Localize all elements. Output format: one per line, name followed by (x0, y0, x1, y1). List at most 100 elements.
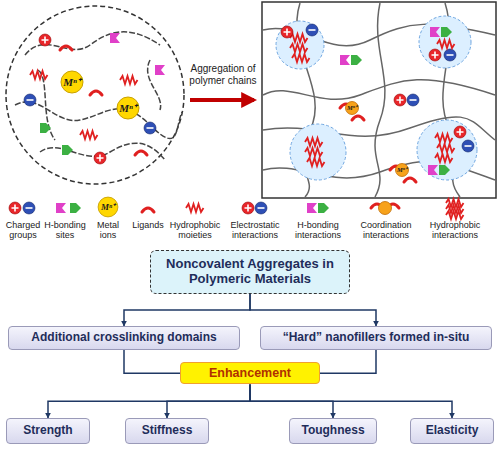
node-text: Stiffness (142, 424, 193, 438)
aggregated-network-part (262, 2, 496, 198)
aggregated-network-part (407, 94, 419, 106)
legend-icons-part (186, 204, 204, 212)
legend-text: Metal ions (88, 220, 128, 240)
legend-text: Electrostatic interactions (224, 220, 286, 240)
aggregated-network-part-part (263, 80, 495, 100)
aggregated-network-part (454, 126, 466, 138)
legend-item: Hydrophobic moieties (167, 220, 223, 240)
aggregated-network-part (430, 27, 440, 37)
chain-solution-part (155, 65, 165, 75)
legend-text: Hydrophobic interactions (423, 220, 487, 240)
chain-solution-part (135, 151, 147, 155)
aggregated-network-part (435, 154, 453, 162)
aggregated-network-part (306, 24, 318, 36)
property-box: Elasticity (410, 418, 494, 444)
aggregated-network-part-part (417, 120, 477, 180)
metal-ion-label: Mⁿ⁺ (101, 202, 115, 212)
node-text: Additional crosslinking domains (31, 331, 216, 345)
aggregated-network-part-part (419, 16, 471, 68)
aggregated-network-part (428, 165, 438, 175)
chain-solution-part (94, 152, 106, 164)
legend-icons-part (255, 202, 267, 214)
legend-item: Metal ions (88, 220, 128, 240)
chain-solution-part (144, 122, 156, 134)
connector (250, 384, 452, 418)
chain-solution-part (6, 6, 184, 184)
legend-icons-part (307, 203, 317, 213)
metal-ion-label: Mⁿ⁺ (397, 166, 407, 173)
chain-solution-part-part (15, 102, 182, 139)
aggregated-network-part (290, 34, 308, 42)
connector (250, 294, 376, 326)
chain-solution (6, 6, 184, 184)
chain-solution-part (80, 131, 98, 139)
legend-item: Hydrophobic interactions (423, 220, 487, 240)
legend-item: H-bonding sites (43, 220, 87, 240)
node-text: Enhancement (209, 366, 291, 380)
legend-text: Charged groups (2, 220, 44, 240)
aggregation-arrow-part (190, 98, 254, 102)
aggregated-network-part (263, 3, 495, 197)
legend-item: Ligands (128, 220, 168, 230)
chain-solution-part (60, 46, 72, 50)
heading-box: Noncovalent Aggregates in Polymeric Mate… (150, 250, 350, 294)
aggregated-network-part (444, 49, 456, 61)
legend-text: Coordination interactions (352, 220, 420, 240)
chain-solution-part (15, 32, 182, 160)
legend-text: Hydrophobic moieties (167, 220, 223, 240)
legend-icons-part (23, 202, 35, 214)
property-box: Strength (6, 418, 90, 444)
legend-icons (9, 197, 464, 219)
aggregated-network-part-part (290, 124, 346, 180)
legend-item: Electrostatic interactions (224, 220, 286, 240)
aggregated-network-part (305, 138, 323, 146)
connector (167, 384, 250, 418)
metal-ion-label: Mⁿ⁺ (119, 102, 137, 115)
legend-text: H-bonding interactions (287, 220, 349, 240)
process-box: Additional crosslinking domains (8, 326, 240, 350)
legend-item: Coordination interactions (352, 220, 420, 240)
legend-icons-part (379, 202, 392, 215)
aggregated-network-part (441, 27, 452, 37)
legend-item: H-bonding interactions (287, 220, 349, 240)
aggregated-network-part (292, 54, 310, 62)
chain-solution-part (30, 71, 48, 79)
legend-icons-part (70, 203, 81, 213)
aggregated-network-part (437, 40, 455, 48)
chain-solution-part (61, 71, 83, 93)
aggregated-network-part (307, 158, 325, 166)
node-text: Strength (23, 424, 72, 438)
aggregated-network-part (394, 94, 406, 106)
chain-solution-part (110, 33, 120, 43)
chain-solution-part-part (38, 70, 55, 140)
aggregated-network-part (281, 26, 293, 38)
aggregated-network (262, 2, 496, 198)
chain-solution-part (120, 76, 138, 84)
aggregated-network-part (276, 16, 477, 180)
aggregated-network-part (462, 140, 474, 152)
arrow-label: Aggregation of polymer chains (185, 63, 261, 86)
legend-text: Ligands (128, 220, 168, 230)
chain-solution-part (90, 91, 102, 95)
aggregated-network-part (352, 116, 364, 120)
legend-icons-part (242, 202, 254, 214)
chain-solution-part-part (25, 32, 160, 55)
legend-icons-part (9, 202, 21, 214)
node-text: Noncovalent Aggregates in Polymeric Mate… (164, 257, 336, 287)
chain-solution-part (24, 94, 36, 106)
connector (48, 384, 250, 418)
legend-icons-part (142, 208, 154, 212)
chain-solution-part (39, 34, 51, 46)
property-box: Stiffness (125, 418, 209, 444)
aggregated-network-part (396, 164, 409, 177)
connector (320, 350, 376, 373)
aggregated-network-part-part (375, 3, 385, 197)
aggregated-network-part (351, 55, 362, 65)
aggregation-arrow (190, 100, 254, 101)
chain-solution-part (62, 145, 73, 155)
aggregated-network-part-part (276, 21, 324, 69)
aggregated-network-part (435, 134, 453, 142)
legend-icons-part (318, 203, 329, 213)
legend-icons-part (56, 203, 66, 213)
property-box: Toughness (289, 418, 377, 444)
